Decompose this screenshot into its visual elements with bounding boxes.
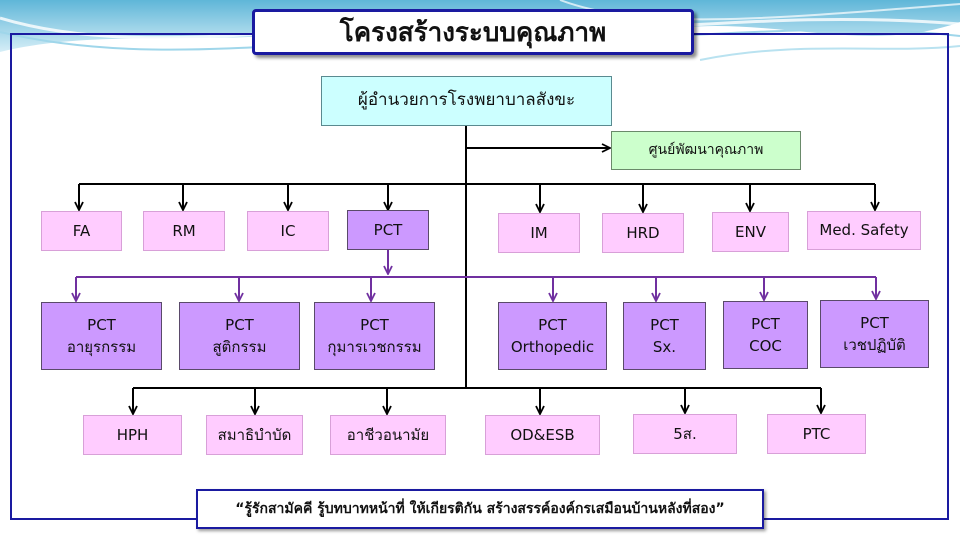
pct-team-line1: PCT [225, 315, 254, 334]
pct-team: PCT Sx. [623, 302, 706, 370]
committee-pct: PCT [347, 210, 429, 250]
pct-team: PCT สูติกรรม [179, 302, 300, 370]
pct-team: PCT กุมารเวชกรรม [314, 302, 435, 370]
pct-team-line2: สูติกรรม [212, 338, 267, 356]
committee-rm: RM [143, 211, 225, 251]
committee-fa: FA [41, 211, 122, 251]
pct-team: PCT อายุรกรรม [41, 302, 162, 370]
pct-team-line1: PCT [87, 315, 116, 334]
pct-team-line1: PCT [360, 315, 389, 334]
pct-team-line1: PCT [860, 313, 889, 332]
committee-hrd: HRD [602, 213, 684, 253]
unit-occupational-health: อาชีวอนามัย [330, 415, 446, 455]
pct-team-line1: PCT [751, 314, 780, 333]
motto-banner: “รู้รักสามัคคี รู้บทบาทหน้าที่ ให้เกียรต… [196, 489, 764, 529]
pct-team-line2: Orthopedic [510, 338, 595, 356]
pct-team-line2: อายุรกรรม [66, 338, 137, 356]
quality-center-box: ศูนย์พัฒนาคุณภาพ [611, 131, 801, 170]
unit-hph: HPH [83, 415, 182, 455]
pct-team-line2: COC [749, 337, 782, 355]
pct-team: PCT เวชปฏิบัติ [820, 300, 929, 368]
committee-im: IM [498, 213, 580, 253]
committee-med-safety: Med. Safety [807, 211, 921, 250]
pct-team-line1: PCT [650, 315, 679, 334]
pct-team-line2: กุมารเวชกรรม [327, 338, 422, 356]
committee-ic: IC [247, 211, 329, 251]
unit-ptc: PTC [767, 414, 866, 454]
page-title: โครงสร้างระบบคุณภาพ [252, 9, 694, 55]
pct-team: PCT COC [723, 301, 808, 369]
pct-team-line2: เวชปฏิบัติ [843, 336, 906, 354]
pct-team: PCT Orthopedic [498, 302, 607, 370]
pct-team-line2: Sx. [652, 338, 677, 356]
unit-od-esb: OD&ESB [485, 415, 600, 455]
pct-team-line1: PCT [538, 315, 567, 334]
committee-env: ENV [712, 212, 789, 252]
director-box: ผู้อำนวยการโรงพยาบาลสังขะ [321, 76, 612, 126]
unit-5s: 5ส. [633, 414, 737, 454]
unit-meditation-therapy: สมาธิบำบัด [206, 415, 303, 455]
